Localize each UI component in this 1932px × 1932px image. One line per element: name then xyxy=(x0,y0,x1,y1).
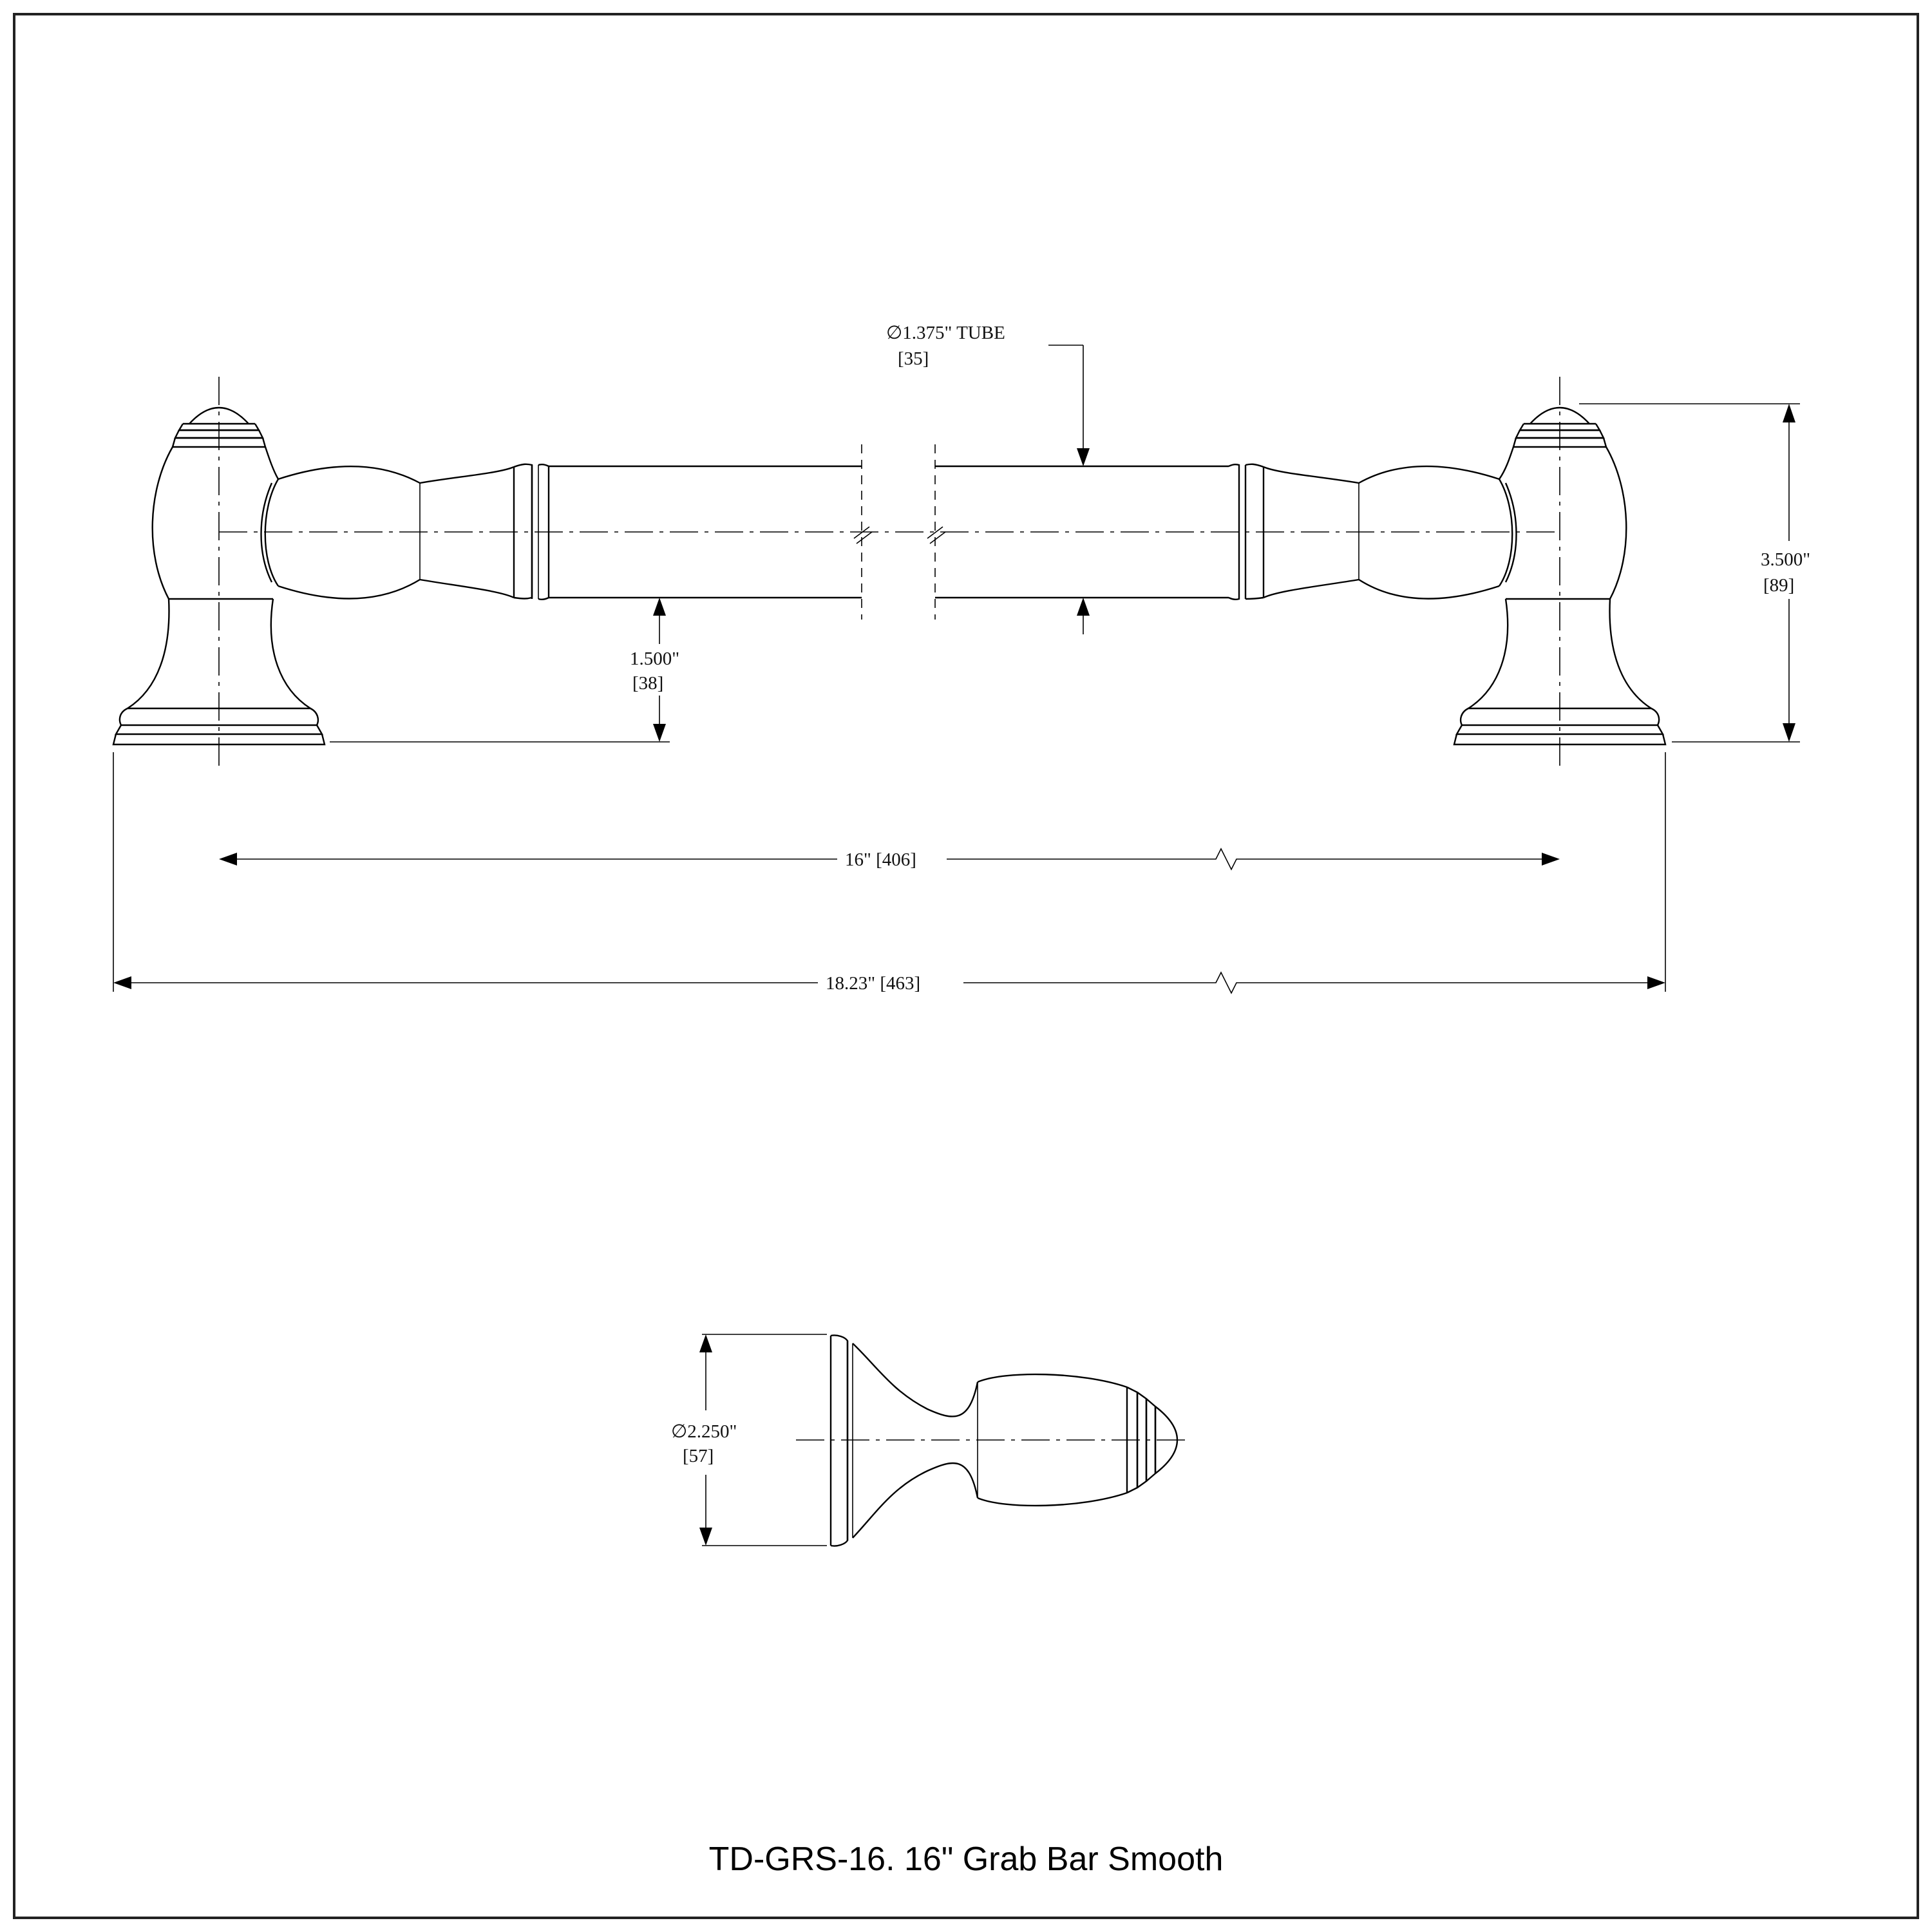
dim-tube-diameter: ∅1.375" TUBE [35] xyxy=(886,323,1090,634)
wall-clearance-metric: [38] xyxy=(632,673,663,694)
dim-overall-height: 3.500" [89] xyxy=(1579,403,1810,743)
flange-diameter-metric: [57] xyxy=(683,1446,714,1466)
side-view: ∅2.250" [57] xyxy=(671,1334,1189,1547)
tube-diameter-metric: [35] xyxy=(898,348,929,369)
dim-center-to-center: 16" [406] xyxy=(219,848,1560,871)
dim-overall-length: 18.23" [463] xyxy=(113,752,1666,994)
center-to-center-label: 16" [406] xyxy=(845,849,916,870)
overall-height-imperial: 3.500" xyxy=(1761,549,1810,570)
tube-right-segment xyxy=(927,444,1229,620)
flange-diameter-imperial: ∅2.250" xyxy=(671,1421,737,1442)
tube-left-segment xyxy=(549,444,873,620)
tube-diameter-imperial: ∅1.375" TUBE xyxy=(886,323,1005,343)
drawing-border xyxy=(13,13,1919,1919)
wall-clearance-imperial: 1.500" xyxy=(630,649,679,669)
overall-length-label: 18.23" [463] xyxy=(826,973,920,994)
right-post xyxy=(1453,377,1667,770)
dim-wall-clearance: 1.500" [38] xyxy=(330,598,679,743)
overall-height-metric: [89] xyxy=(1763,575,1794,596)
left-post xyxy=(112,377,326,770)
drawing-title: TD-GRS-16. 16" Grab Bar Smooth xyxy=(709,1841,1224,1878)
